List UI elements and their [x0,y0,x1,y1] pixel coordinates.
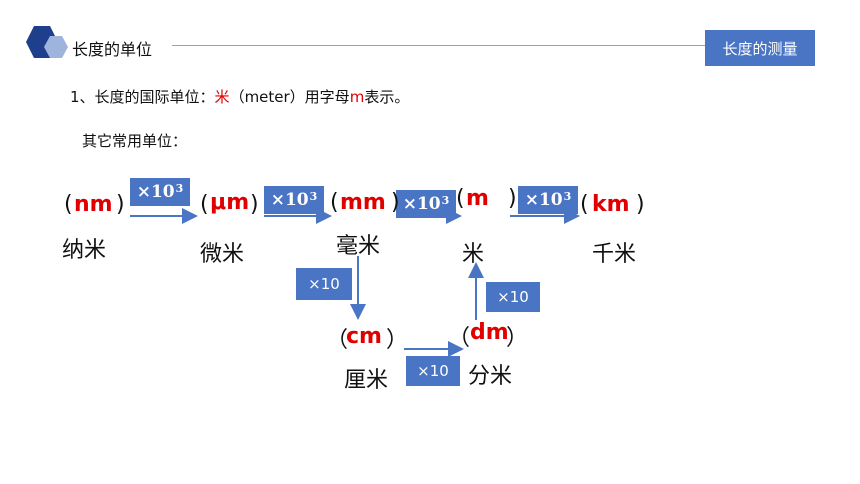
unit-name-cm: 厘米 [344,368,389,393]
unit-name-mm: 毫米 [336,234,381,259]
unit-symbol-nm: nm [74,192,113,217]
intro-unit-cn: 米 [214,88,230,106]
unit-name-nm: 纳米 [62,238,107,263]
unit-name-dm: 分米 [468,364,513,389]
unit-symbol-km: km [592,192,630,217]
unit-symbol-dm: dm [470,320,509,345]
factor-label: ×10 [308,275,340,293]
factor-box-mm-cm: ×10 [296,268,352,300]
paren-close: ) [508,186,517,211]
unit-symbol-cm: cm [346,324,382,349]
paren-close: ) [116,192,125,217]
factor-label: ×10 [497,288,529,306]
paren-open: ( [456,186,465,211]
section-badge: 长度的测量 [705,30,815,66]
factor-label: ×10 [524,190,563,210]
factor-exponent: 3 [563,189,572,203]
intro-middle: （meter）用字母 [229,88,350,106]
factor-box-cm-dm: ×10 [406,356,460,386]
factor-exponent: 3 [175,181,184,195]
paren-close: ) [250,192,259,217]
paren-open: （ [448,326,471,351]
paren-close: ） [386,328,409,353]
paren-close: ) [636,192,645,217]
hexagon-logo-icon [26,26,68,58]
intro-suffix: 表示。 [364,88,410,106]
factor-label: ×10 [402,194,441,214]
unit-symbol-m: m [466,186,489,211]
paren-open: ( [200,192,209,217]
unit-name-m: 米 [462,242,485,267]
intro-letter: m [349,88,365,106]
intro-prefix: 1、长度的国际单位： [70,88,215,106]
unit-symbol-um: μm [210,190,250,215]
unit-name-km: 千米 [592,242,637,267]
page-title: 长度的单位 [72,40,153,59]
factor-box-dm-m: ×10 [486,282,540,312]
factor-exponent: 3 [309,189,318,203]
factor-label: ×10 [136,182,175,202]
header-divider [172,45,707,46]
unit-symbol-mm: mm [340,190,386,215]
unit-name-um: 微米 [200,242,245,267]
paren-open: ( [330,190,339,215]
paren-close: ） [506,326,529,351]
factor-label: ×10 [417,362,449,380]
paren-open: ( [64,192,73,217]
paren-open: （ [326,328,349,353]
paren-open: ( [580,192,589,217]
paren-close: ) [391,190,400,215]
intro-line: 1、长度的国际单位：米（meter）用字母m表示。 [70,86,409,107]
factor-exponent: 3 [441,193,450,207]
other-units-label: 其它常用单位： [82,132,188,150]
factor-label: ×10 [270,190,309,210]
